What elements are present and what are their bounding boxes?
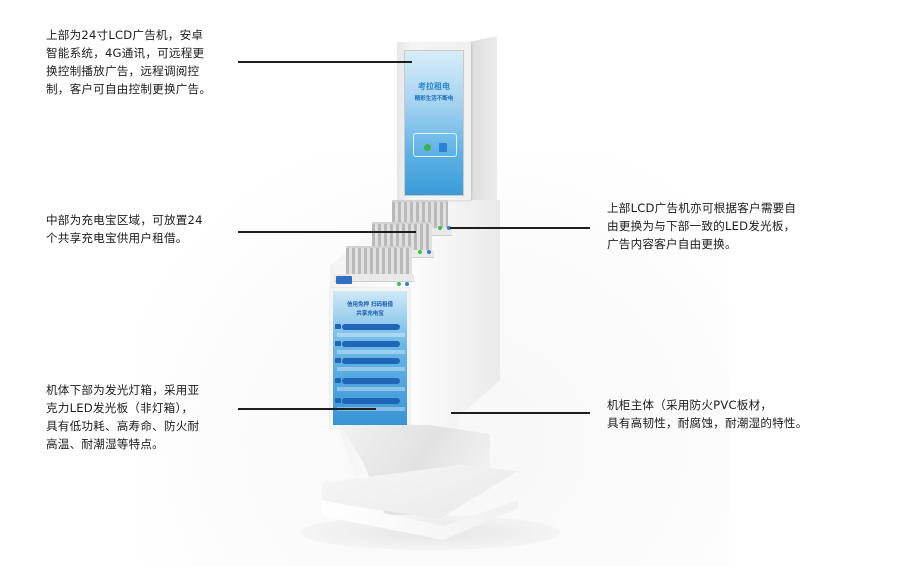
led-lightbox-panel: 信用免押 扫码租借 共享充电宝 [330,288,410,428]
step-number-4 [335,378,341,383]
lightbox-title: 信用免押 扫码租借 [347,302,393,308]
step-text-3 [337,367,405,371]
step-text-1 [337,333,405,337]
wechat-pay-icon [424,144,431,151]
leader-line-lower-lightbox [238,408,376,410]
callout-top-lcd: 上部为24寸LCD广告机，安卓 智能系统，4G通讯，可远程更 换控制播放广告，远… [46,28,212,96]
step-number-1 [335,324,341,329]
step-text-2 [337,350,405,354]
status-light-green [418,250,422,254]
step-number-3 [335,358,341,363]
step-number-2 [335,341,341,346]
status-light-blue [427,250,431,254]
callout-middle-powerbank: 中部为充电宝区域，可放置24 个共享充电宝供用户租借。 [46,213,203,245]
status-light-green [438,226,442,230]
lcd-slogan: 精彩生活不断电 [414,96,454,102]
step-bar-3 [342,358,400,364]
leader-line-top-lcd [238,61,412,63]
powerbank-rack-3 [346,246,412,276]
step-text-4 [337,387,405,391]
callout-right-lcd-option: 上部LCD广告机亦可根据客户需要自 由更换为与下部一致的LED发光板， 广告内容… [607,201,797,251]
step-bar-2 [342,341,400,347]
step-bar-1 [342,324,400,330]
callout-lower-lightbox: 机体下部为发光灯箱，采用亚 克力LED发光板（非灯箱）， 具有低功耗、高寿命、防… [46,383,200,451]
status-light-green [397,282,401,286]
alipay-icon [439,143,447,152]
step-number-5 [335,398,341,403]
step-bar-5 [342,398,400,404]
status-light-blue [447,226,451,230]
status-light-blue [405,282,409,286]
lcd-brand: 考拉租电 [418,82,450,91]
callout-right-cabinet: 机柜主体（采用防火PVC板材， 具有高韧性，耐腐蚀，耐潮湿的特性。 [607,398,808,430]
rack-label-3 [336,276,352,284]
leader-line-right-cabinet [451,412,590,414]
rack-shelf-3 [334,274,414,282]
lightbox-subtitle: 共享充电宝 [356,311,384,317]
payment-box [413,133,457,157]
lcd-advertising-screen: 考拉租电 精彩生活不断电 [404,50,464,196]
step-bar-4 [342,378,400,384]
leader-line-middle-powerbank [238,231,416,233]
leader-line-right-lcd-option [450,227,590,229]
